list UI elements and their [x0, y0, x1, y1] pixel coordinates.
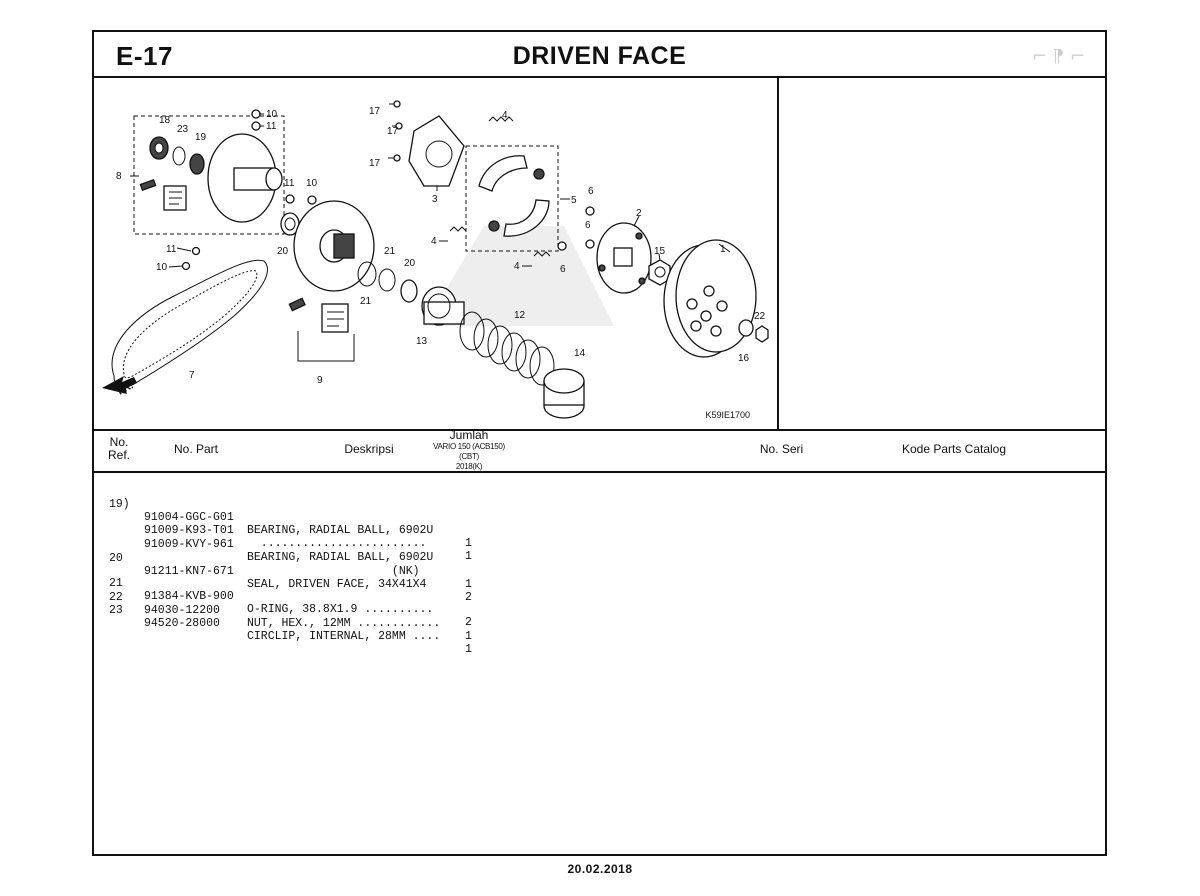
svg-text:14: 14	[574, 348, 586, 359]
row-ref: 23	[109, 604, 123, 617]
parts-illustration: 18 23 19 8 10 11 11 10 20 11 10 7 17 17 …	[102, 100, 769, 419]
svg-text:4: 4	[431, 236, 437, 247]
header-quantity-type: (CBT)	[459, 452, 479, 461]
table-row: 22 94030-12200 NUT, HEX., 12MM .........…	[94, 578, 472, 643]
exploded-parts-diagram: 18 23 19 8 10 11 11 10 20 11 10 7 17 17 …	[94, 76, 779, 430]
row-description: SEAL, DRIVEN FACE, 34X41X4	[247, 578, 427, 591]
row-part-number: 94520-28000	[144, 617, 220, 630]
page-title: DRIVEN FACE	[512, 42, 687, 70]
title-bar: E-17 DRIVEN FACE ⌐ ⁋ ⌐	[94, 32, 1105, 78]
row-description: NUT, HEX., 12MM ............	[247, 617, 441, 630]
svg-text:11: 11	[166, 244, 177, 255]
svg-text:1: 1	[720, 244, 726, 255]
table-row: 19) 91004-GGC-G01 BEARING, RADIAL BALL, …	[94, 485, 472, 550]
svg-text:8: 8	[116, 171, 122, 182]
row-part-number: 91009-K93-T01	[144, 524, 234, 537]
svg-text:12: 12	[514, 310, 526, 321]
row-quantity: 2	[465, 591, 472, 604]
row-part-number: 91009-KVY-961	[144, 538, 234, 551]
svg-text:5: 5	[571, 195, 577, 206]
svg-text:10: 10	[266, 109, 278, 120]
faint-corner-mark: ⌐ ⁋ ⌐	[1031, 46, 1085, 67]
table-header: No. Ref. No. Part Deskripsi Jumlah VARIO…	[94, 429, 1105, 473]
row-quantity: 1	[465, 643, 472, 656]
svg-text:6: 6	[585, 220, 591, 231]
row-quantity: 1	[465, 537, 472, 550]
row-description: BEARING, RADIAL BALL, 6902U	[247, 524, 434, 537]
svg-text:17: 17	[387, 126, 399, 137]
svg-text:10: 10	[306, 178, 318, 189]
row-description: CIRCLIP, INTERNAL, 28MM ....	[247, 630, 441, 643]
header-quantity: Jumlah VARIO 150 (ACB150) (CBT) 2018(K)	[414, 429, 524, 472]
svg-text:3: 3	[432, 194, 438, 205]
svg-text:17: 17	[369, 106, 381, 117]
table-row: 91009-KVY-961 BEARING, RADIAL BALL, 6902…	[94, 512, 433, 564]
footer-date: 20.02.2018	[567, 862, 633, 876]
svg-text:21: 21	[360, 296, 372, 307]
svg-text:23: 23	[177, 124, 189, 135]
svg-text:20: 20	[277, 246, 289, 257]
row-description: ........................	[247, 537, 427, 550]
diagram-code: K59IE1700	[705, 410, 750, 420]
header-quantity-year: 2018(K)	[455, 462, 483, 471]
row-part-number: 94030-12200	[144, 604, 220, 617]
catalog-page-frame: E-17 DRIVEN FACE ⌐ ⁋ ⌐	[92, 30, 1107, 856]
row-description: (NK)	[247, 565, 420, 578]
svg-text:11: 11	[284, 178, 295, 189]
row-quantity: 1	[465, 630, 472, 643]
row-description: BEARING, RADIAL BALL, 6902U	[247, 551, 434, 564]
row-quantity: 2	[465, 616, 472, 629]
header-part-number: No. Part	[173, 442, 218, 456]
row-quantity: 1	[465, 578, 472, 591]
header-ref-line1: No.	[109, 435, 129, 449]
row-ref: 22	[109, 591, 123, 604]
row-ref: 21	[109, 577, 123, 590]
svg-text:9: 9	[317, 375, 323, 386]
header-quantity-model: VARIO 150 (ACB150)	[433, 442, 505, 451]
header-quantity-title: Jumlah	[449, 428, 489, 442]
svg-text:10: 10	[156, 262, 168, 273]
row-part-number: 91211-KN7-671	[144, 565, 234, 578]
svg-text:19: 19	[195, 132, 207, 143]
row-part-number: 91384-KVB-900	[144, 590, 234, 603]
svg-text:20: 20	[404, 258, 416, 269]
svg-text:11: 11	[266, 121, 277, 132]
table-row: 23 94520-28000 CIRCLIP, INTERNAL, 28MM .…	[94, 591, 472, 656]
svg-text:16: 16	[738, 353, 750, 364]
page-code: E-17	[116, 41, 173, 71]
row-description: O-RING, 38.8X1.9 ..........	[247, 603, 434, 616]
table-row: (NK) 1	[94, 526, 472, 591]
row-quantity: 1	[465, 550, 472, 563]
header-ref: No. Ref.	[104, 436, 134, 462]
svg-text:21: 21	[384, 246, 396, 257]
row-ref: 19)	[109, 498, 130, 511]
table-row: 91009-K93-T01 ........................ 1	[94, 498, 472, 563]
svg-text:2: 2	[636, 208, 642, 219]
table-row: 20 91211-KN7-671 SEAL, DRIVEN FACE, 34X4…	[94, 539, 472, 604]
header-catalog-code: Kode Parts Catalog	[901, 442, 1007, 456]
svg-text:4: 4	[514, 261, 520, 272]
row-part-number: 91004-GGC-G01	[144, 511, 234, 524]
header-description: Deskripsi	[344, 442, 394, 456]
svg-text:7: 7	[189, 370, 195, 381]
svg-text:6: 6	[560, 264, 566, 275]
svg-text:4: 4	[502, 110, 508, 121]
header-ref-line2: Ref.	[107, 448, 130, 462]
svg-text:18: 18	[159, 115, 171, 126]
svg-text:17: 17	[369, 158, 381, 169]
header-serial-number: No. Seri	[759, 442, 804, 456]
table-row: 21 91384-KVB-900 O-RING, 38.8X1.9 ......…	[94, 564, 472, 629]
svg-text:13: 13	[416, 336, 428, 347]
svg-text:22: 22	[754, 311, 766, 322]
svg-text:15: 15	[654, 246, 666, 257]
svg-text:6: 6	[588, 186, 594, 197]
row-ref: 20	[109, 552, 123, 565]
